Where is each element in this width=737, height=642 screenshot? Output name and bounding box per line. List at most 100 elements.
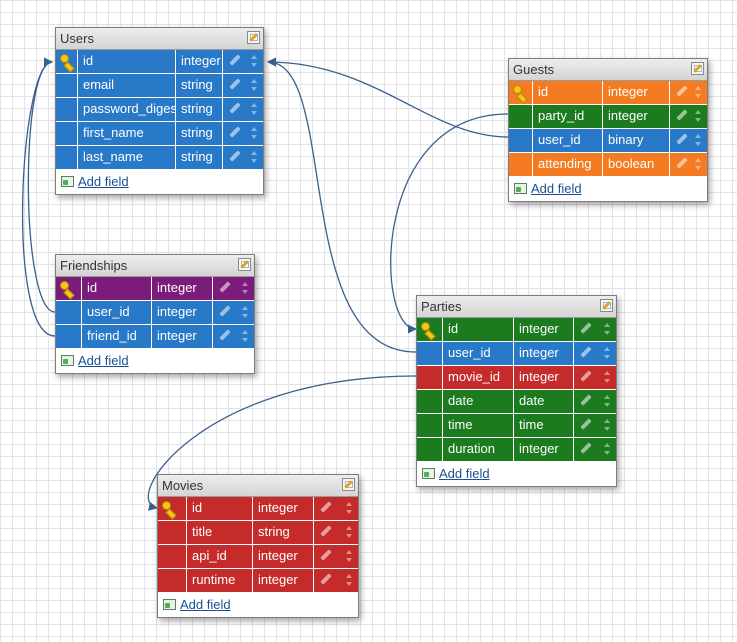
field-name[interactable]: time	[443, 414, 514, 437]
field-type[interactable]: integer	[253, 569, 314, 592]
edit-field-icon[interactable]	[229, 54, 241, 66]
table-header[interactable]: Friendships	[56, 255, 254, 277]
field-type[interactable]: string	[176, 98, 223, 121]
field-name[interactable]: user_id	[443, 342, 514, 365]
reorder-icon[interactable]	[604, 370, 610, 384]
edit-field-icon[interactable]	[219, 281, 231, 293]
edit-field-icon[interactable]	[580, 370, 592, 382]
add-field-link[interactable]: Add field	[439, 466, 490, 481]
field-name[interactable]: friend_id	[82, 325, 152, 348]
edit-field-icon[interactable]	[580, 394, 592, 406]
edit-field-icon[interactable]	[676, 109, 688, 121]
field-name[interactable]: id	[533, 81, 603, 104]
reorder-icon[interactable]	[242, 281, 248, 295]
reorder-icon[interactable]	[251, 150, 257, 164]
edit-field-icon[interactable]	[580, 418, 592, 430]
field-name[interactable]: email	[78, 74, 176, 97]
edit-field-icon[interactable]	[229, 78, 241, 90]
field-type[interactable]: integer	[253, 497, 314, 520]
field-type[interactable]: integer	[603, 81, 670, 104]
reorder-icon[interactable]	[242, 305, 248, 319]
add-field-icon[interactable]	[422, 468, 435, 479]
edit-table-icon[interactable]	[342, 478, 355, 491]
field-type[interactable]: time	[514, 414, 574, 437]
reorder-icon[interactable]	[604, 418, 610, 432]
table-header[interactable]: Guests	[509, 59, 707, 81]
add-field-link[interactable]: Add field	[531, 181, 582, 196]
add-field-icon[interactable]	[514, 183, 527, 194]
field-type[interactable]: integer	[253, 545, 314, 568]
table-header[interactable]: Movies	[158, 475, 358, 497]
field-name[interactable]: api_id	[187, 545, 253, 568]
field-type[interactable]: string	[176, 146, 223, 169]
field-type[interactable]: boolean	[603, 153, 670, 176]
field-name[interactable]: user_id	[533, 129, 603, 152]
reorder-icon[interactable]	[346, 573, 352, 587]
add-field-link[interactable]: Add field	[180, 597, 231, 612]
edit-field-icon[interactable]	[676, 157, 688, 169]
field-name[interactable]: password_digest	[78, 98, 176, 121]
edit-field-icon[interactable]	[676, 133, 688, 145]
field-name[interactable]: duration	[443, 438, 514, 461]
field-name[interactable]: last_name	[78, 146, 176, 169]
field-type[interactable]: integer	[176, 50, 223, 73]
field-name[interactable]: party_id	[533, 105, 603, 128]
field-name[interactable]: attending	[533, 153, 603, 176]
reorder-icon[interactable]	[251, 102, 257, 116]
reorder-icon[interactable]	[695, 133, 701, 147]
field-type[interactable]: integer	[603, 105, 670, 128]
field-name[interactable]: id	[443, 318, 514, 341]
table-header[interactable]: Parties	[417, 296, 616, 318]
reorder-icon[interactable]	[695, 157, 701, 171]
field-type[interactable]: integer	[152, 325, 213, 348]
edit-field-icon[interactable]	[320, 501, 332, 513]
reorder-icon[interactable]	[251, 54, 257, 68]
reorder-icon[interactable]	[695, 109, 701, 123]
reorder-icon[interactable]	[346, 501, 352, 515]
reorder-icon[interactable]	[604, 394, 610, 408]
reorder-icon[interactable]	[604, 322, 610, 336]
edit-table-icon[interactable]	[691, 62, 704, 75]
field-name[interactable]: id	[187, 497, 253, 520]
field-type[interactable]: integer	[514, 366, 574, 389]
reorder-icon[interactable]	[251, 126, 257, 140]
add-field-link[interactable]: Add field	[78, 353, 129, 368]
field-name[interactable]: date	[443, 390, 514, 413]
edit-field-icon[interactable]	[229, 102, 241, 114]
field-name[interactable]: movie_id	[443, 366, 514, 389]
field-type[interactable]: integer	[514, 438, 574, 461]
field-name[interactable]: runtime	[187, 569, 253, 592]
field-type[interactable]: string	[253, 521, 314, 544]
field-type[interactable]: string	[176, 122, 223, 145]
edit-field-icon[interactable]	[676, 85, 688, 97]
add-field-icon[interactable]	[61, 176, 74, 187]
field-type[interactable]: integer	[514, 342, 574, 365]
field-type[interactable]: binary	[603, 129, 670, 152]
field-name[interactable]: user_id	[82, 301, 152, 324]
edit-field-icon[interactable]	[320, 549, 332, 561]
reorder-icon[interactable]	[346, 549, 352, 563]
add-field-icon[interactable]	[61, 355, 74, 366]
field-type[interactable]: integer	[152, 301, 213, 324]
table-header[interactable]: Users	[56, 28, 263, 50]
field-type[interactable]: string	[176, 74, 223, 97]
field-name[interactable]: title	[187, 521, 253, 544]
